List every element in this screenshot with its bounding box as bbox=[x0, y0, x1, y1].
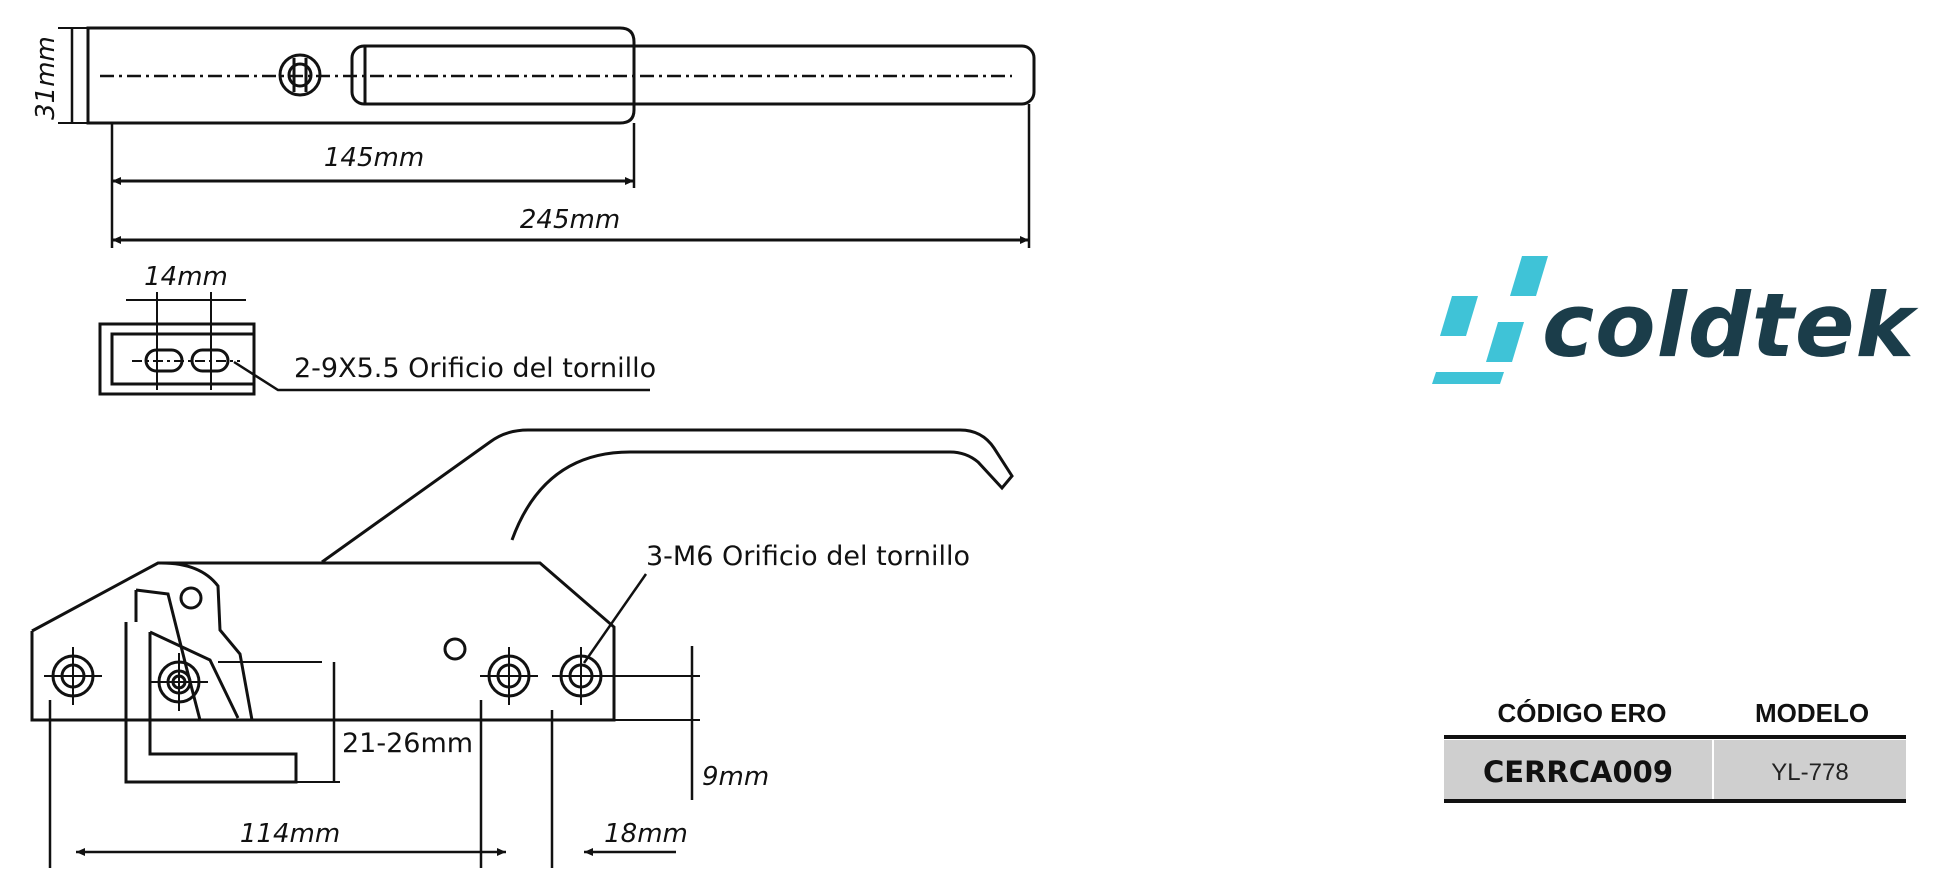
side-view bbox=[30, 428, 1014, 868]
m6-hole-3 bbox=[480, 647, 538, 705]
m6-hole-1 bbox=[44, 647, 102, 705]
dim-total-length-label: 245mm bbox=[520, 205, 620, 235]
dim-base-length-label: 114mm bbox=[240, 819, 340, 849]
spec-model-value: YL-778 bbox=[1771, 759, 1848, 786]
spec-header-code: CÓDIGO ERO bbox=[1497, 698, 1666, 728]
dim-height-label: 31mm bbox=[31, 36, 61, 120]
brand-wordmark: coldtek bbox=[1542, 274, 1919, 377]
m6-hole-4 bbox=[552, 647, 610, 705]
spec-cell-code bbox=[1444, 740, 1712, 799]
dim-hole-offset-label: 9mm bbox=[702, 762, 769, 792]
threaded-holes-note: 3-M6 Orificio del tornillo bbox=[646, 541, 970, 572]
dim-clearance-label: 21-26mm bbox=[342, 728, 473, 759]
top-view-bolt bbox=[278, 53, 322, 97]
m6-leader-line bbox=[582, 573, 648, 664]
slot-leader-line bbox=[233, 360, 650, 392]
latch-pin-hole bbox=[179, 586, 203, 610]
slot-holes-note: 2-9X5.5 Orificio del tornillo bbox=[294, 353, 656, 384]
spec-code-value: CERRCA009 bbox=[1483, 755, 1673, 789]
coldtek-logo: coldtek bbox=[1432, 256, 1919, 384]
latch-base-body bbox=[30, 561, 616, 722]
latch-handle-arm bbox=[321, 428, 1014, 564]
logo-mark-icon bbox=[1432, 256, 1548, 384]
top-view bbox=[58, 26, 1036, 248]
latch-cam bbox=[124, 561, 298, 784]
small-hole bbox=[443, 637, 467, 661]
mounting-plate-outer bbox=[98, 322, 256, 396]
spec-cell-model bbox=[1714, 740, 1906, 799]
spec-table: CÓDIGO ERO MODELO CERRCA009 YL-778 bbox=[1444, 698, 1906, 803]
mounting-plate-inner bbox=[110, 332, 254, 386]
top-view-body bbox=[86, 26, 636, 125]
mounting-plate-detail bbox=[98, 292, 650, 396]
dim-inner-length-label: 145mm bbox=[324, 143, 424, 173]
dim-hole-spacing-label: 18mm bbox=[604, 819, 688, 849]
m6-hole-2 bbox=[150, 653, 208, 711]
spec-header-model: MODELO bbox=[1755, 698, 1869, 728]
dim-slot-spacing-label: 14mm bbox=[144, 262, 228, 292]
